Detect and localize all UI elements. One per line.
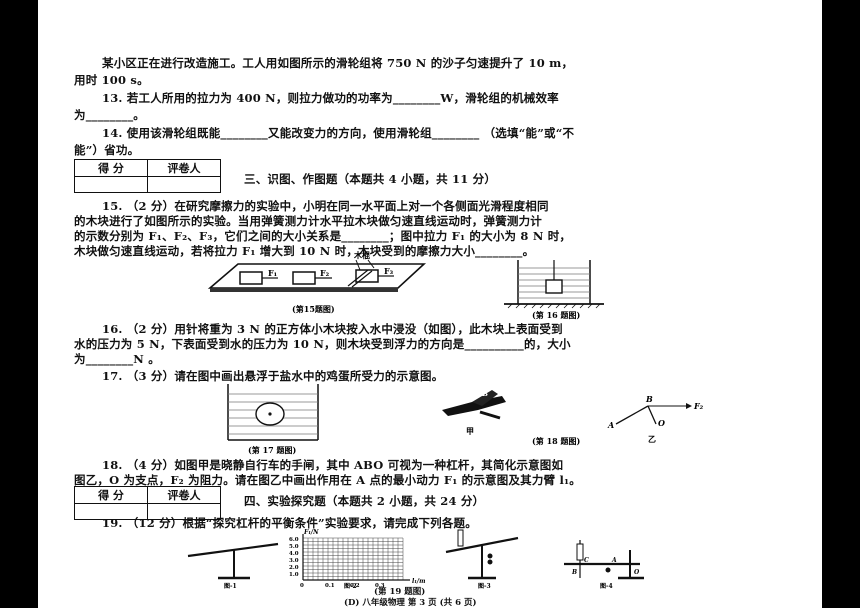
q13-line-2: 为________。 <box>74 108 145 122</box>
section-3-heading: 三、识图、作图题（本题共 4 小题，共 11 分） <box>244 172 497 186</box>
f2-label: F₂ <box>320 268 330 278</box>
q13-line-1: 13. 若工人所用的拉力为 400 N，则拉力做功的功率为________W，滑… <box>102 91 559 105</box>
figure-18: B 甲 A B O F₂ 乙 (第 18 题图) <box>442 389 704 446</box>
ytick-label: 5.0 <box>289 544 299 550</box>
ytick-label: 6.0 <box>289 537 299 543</box>
figure-17: (第 17 题图) <box>227 384 319 455</box>
q14-line-1: 14. 使用该滑轮组既能________又能改变力的方向，使用滑轮组______… <box>102 126 575 140</box>
intro-line-1: 某小区正在进行改造施工。工人用如图所示的滑轮组将 750 N 的沙子匀速提升了 … <box>102 56 574 70</box>
fig18-point-a: A <box>607 420 614 430</box>
figure-15: F₁ F₂ F₃ 木棍 (第15题图) <box>207 250 427 314</box>
f3-label: F₃ <box>384 266 394 276</box>
grader-cell <box>147 503 221 520</box>
score-box-section3: 得 分评卷人 <box>74 159 221 193</box>
q15-line-4: 木块做匀速直线运动，若将拉力 F₁ 增大到 10 N 时，木块受到的摩擦力大小_… <box>74 244 535 258</box>
ytick-label: 1.0 <box>289 572 299 578</box>
ytick-label: 3.0 <box>289 558 299 564</box>
score-label: 得 分 <box>74 159 148 177</box>
fig19-grid <box>302 537 404 581</box>
q15-line-1: 15. （2 分）在研究摩擦力的实验中，小明在同一水平面上对一个各侧面光滑程度相… <box>102 199 549 213</box>
fig19-xlabel: l₁/m <box>412 578 425 585</box>
q15-line-3: 的示数分别为 F₁、F₂、F₃，它们之间的大小关系是________；图中拉力 … <box>74 229 572 243</box>
fig18-jia-b: B <box>482 389 488 398</box>
ytick-label: 4.0 <box>289 551 299 557</box>
q16-line-2: 水的压力为 5 N，下表面受到水的压力为 10 N，则木块受到浮力的方向是___… <box>74 337 571 351</box>
figure-16: (第 16 题图) <box>504 260 604 320</box>
xtick-label: 0.1 <box>325 583 335 589</box>
grader-label: 评卷人 <box>147 486 221 504</box>
fig18-f2-label: F₂ <box>693 401 704 411</box>
exam-page: 某小区正在进行改造施工。工人用如图所示的滑轮组将 750 N 的沙子匀速提升了 … <box>38 0 822 608</box>
grader-cell <box>147 176 221 193</box>
fig18-point-o: O <box>658 418 665 428</box>
fig19-label-2: 图-2 <box>344 582 357 590</box>
q19-text: 19. （12 分）根据“探究杠杆的平衡条件”实验要求，请完成下列各题。 <box>102 516 477 530</box>
fig17-caption: (第 17 题图) <box>248 445 296 455</box>
fig19-caption: (第 19 题图) <box>374 587 426 597</box>
score-box-section4: 得 分评卷人 <box>74 486 221 520</box>
fig19-c: C <box>584 557 589 564</box>
score-cell <box>74 176 148 193</box>
q14-line-2: 能”）省功。 <box>74 143 140 157</box>
section-4-heading: 四、实验探究题（本题共 2 小题，共 24 分） <box>244 494 485 508</box>
q17-text: 17. （3 分）请在图中画出悬浮于盐水中的鸡蛋所受力的示意图。 <box>102 369 444 383</box>
fig15-caption: (第15题图) <box>292 304 335 314</box>
fig18-jia-label: 甲 <box>466 426 474 436</box>
page-footer: (D) 八年级物理 第 3 页 (共 6 页) <box>344 598 477 608</box>
xtick-label: 0.3 <box>375 583 385 589</box>
figure-19: 图-1 F₁/N l₁/m 6.05.04.03.02.01.0 0 0.1 0.2… <box>187 529 644 590</box>
score-label: 得 分 <box>74 486 148 504</box>
fig19-ylabel: F₁/N <box>303 529 319 536</box>
q18-line-1: 18. （4 分）如图甲是晓静自行车的手闸，其中 ABO 可视为一种杠杆，其简化… <box>102 458 564 472</box>
q16-line-1: 16. （2 分）用针将重为 3 N 的正方体小木块按入水中浸没（如图），此木块… <box>102 322 563 336</box>
grader-label: 评卷人 <box>147 159 221 177</box>
f1-label: F₁ <box>268 268 277 278</box>
fig16-caption: (第 16 题图) <box>532 310 580 320</box>
fig18-caption: (第 18 题图) <box>532 436 580 446</box>
q15-line-2: 的木块进行了如图所示的实验。当用弹簧测力计水平拉木块做匀速直线运动时，弹簧测力计 <box>74 214 542 228</box>
q18-line-2: 图乙，O 为支点，F₂ 为阻力。请在图乙中画出作用在 A 点的最小动力 F₁ 的… <box>74 473 581 487</box>
fig18-point-b: B <box>645 394 653 404</box>
wood-stick-label: 木棍 <box>353 250 370 260</box>
xtick-label: 0.2 <box>350 583 360 589</box>
fig18-yi-label: 乙 <box>648 434 656 444</box>
xtick-label: 0 <box>300 583 304 589</box>
ytick-label: 2.0 <box>289 565 299 571</box>
fig19-label-4: 图-4 <box>600 582 613 590</box>
intro-line-2: 用时 100 s。 <box>74 73 149 87</box>
fig19-o: O <box>634 569 640 576</box>
fig19-b: B <box>571 569 577 576</box>
fig19-label-3: 图-3 <box>478 582 491 590</box>
fig19-a: A <box>611 557 617 564</box>
fig19-label-1: 图-1 <box>224 582 237 590</box>
q16-line-3: 为________N 。 <box>74 352 160 366</box>
